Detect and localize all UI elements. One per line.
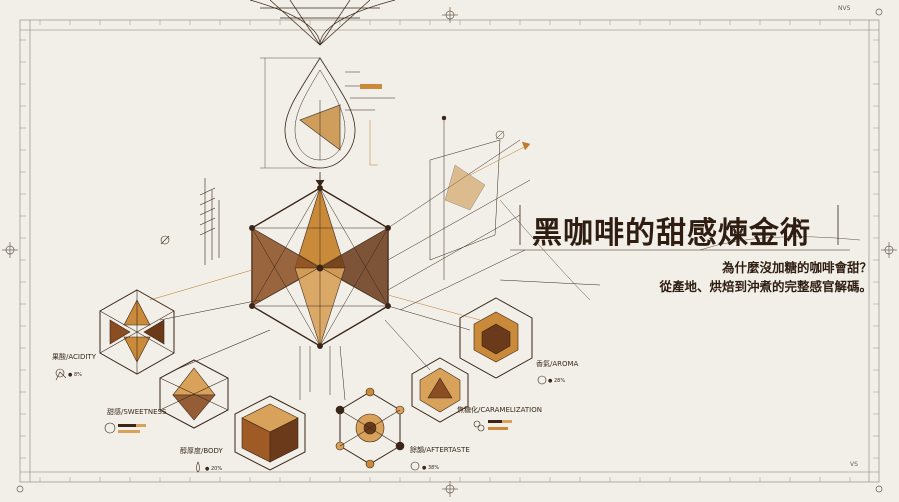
- drop-annotation: [345, 71, 395, 166]
- metric-bars: [118, 420, 512, 433]
- label-body: 醇厚度/BODY: [180, 447, 223, 455]
- subtitle: 為什麼沒加糖的咖啡會甜？ 從產地、烘焙到沖煮的完整感官解碼。: [572, 258, 872, 296]
- page-title: 黑咖啡的甜感煉金術: [532, 216, 811, 251]
- subtitle-line-2: 從產地、烘焙到沖煮的完整感官解碼。: [659, 279, 872, 294]
- metric-aroma: ● 28%: [548, 378, 566, 384]
- label-sweetness: 甜感/SWEETNESS: [107, 408, 167, 416]
- blueprint-frame: [19, 19, 880, 483]
- caramelization-icon: [411, 357, 469, 423]
- connector-lines: [299, 294, 481, 401]
- projection-lines: [387, 115, 601, 311]
- crosshair-markers: [2, 7, 897, 497]
- sweetness-icon: [159, 359, 229, 429]
- metric-acidity: ● 8%: [68, 372, 82, 378]
- svg-text:NVS: NVS: [838, 5, 851, 12]
- metric-aftertaste: ● 38%: [422, 465, 440, 471]
- label-acidity: 果酸/ACIDITY: [52, 353, 96, 361]
- svg-text:VS: VS: [850, 461, 858, 468]
- central-icosahedron: [249, 185, 391, 349]
- ruler-ticks: [20, 20, 879, 482]
- left-hatched-bars: [149, 178, 271, 371]
- corner-stamps: NVS VS: [838, 5, 858, 468]
- water-drop-diagram: [260, 57, 356, 187]
- label-caramelization: 焦糖化/CARAMELIZATION: [457, 406, 542, 414]
- top-funnel-diagram: [249, 0, 396, 46]
- title-decoration: [510, 205, 861, 251]
- body-icon: [234, 395, 306, 471]
- aroma-icon: [459, 297, 533, 379]
- small-icons: [55, 368, 547, 473]
- subtitle-line-1: 為什麼沒加糖的咖啡會甜？: [721, 260, 872, 275]
- label-aftertaste: 餘韻/AFTERTASTE: [410, 446, 470, 454]
- metric-body: ● 20%: [205, 466, 223, 472]
- aftertaste-icon: [335, 387, 405, 469]
- acidity-icon: [99, 289, 175, 375]
- label-aroma: 香氣/AROMA: [536, 360, 579, 368]
